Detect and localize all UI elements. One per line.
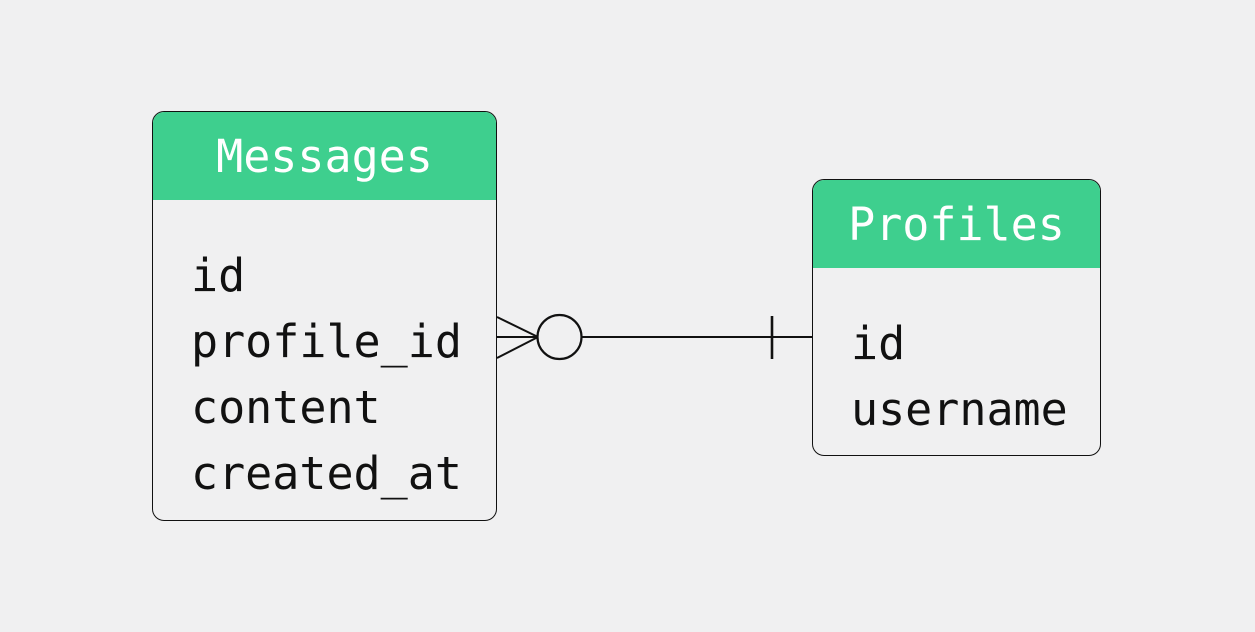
field-row: profile_id bbox=[191, 314, 462, 368]
entity-messages-fields: id profile_id content created_at bbox=[153, 200, 496, 506]
entity-messages[interactable]: Messages id profile_id content created_a… bbox=[152, 111, 497, 521]
field-row: content bbox=[191, 380, 381, 434]
field-row: username bbox=[851, 382, 1068, 436]
zero-circle-icon bbox=[536, 313, 583, 361]
entity-profiles-fields: id username bbox=[813, 268, 1100, 442]
entity-profiles[interactable]: Profiles id username bbox=[812, 179, 1101, 456]
field-row: created_at bbox=[191, 446, 462, 500]
entity-profiles-title: Profiles bbox=[848, 197, 1065, 251]
crow-foot-many-icon bbox=[496, 316, 539, 359]
entity-messages-header: Messages bbox=[153, 112, 496, 200]
field-row: id bbox=[191, 248, 246, 302]
field-row: id bbox=[851, 316, 906, 370]
entity-messages-title: Messages bbox=[216, 129, 433, 183]
entity-profiles-header: Profiles bbox=[813, 180, 1100, 268]
